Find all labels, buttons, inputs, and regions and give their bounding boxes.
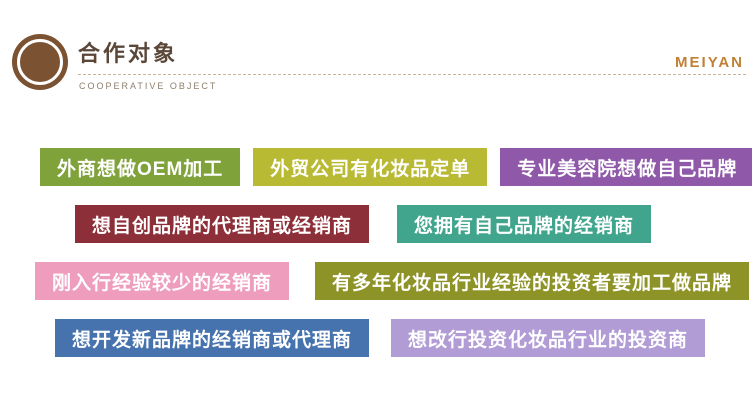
audience-tag: 想开发新品牌的经销商或代理商 [55, 319, 370, 357]
audience-tag: 想改行投资化妆品行业的投资商 [391, 319, 706, 357]
brand-name: MEIYAN [675, 54, 744, 71]
tag-row: 刚入行经验较少的经销商 有多年化妆品行业经验的投资者要加工做品牌 [0, 262, 752, 300]
audience-tag: 有多年化妆品行业经验的投资者要加工做品牌 [315, 262, 750, 300]
section-title: 合作对象 [78, 41, 179, 66]
audience-tag: 专业美容院想做自己品牌 [500, 148, 752, 186]
brand-circle-icon [12, 34, 68, 90]
brand-circle-ring [17, 39, 63, 85]
audience-tag: 外商想做OEM加工 [40, 148, 241, 186]
audience-tags: 外商想做OEM加工 外贸公司有化妆品定单 专业美容院想做自己品牌 想自创品牌的代… [0, 148, 752, 376]
tag-row: 想开发新品牌的经销商或代理商 想改行投资化妆品行业的投资商 [0, 319, 752, 357]
tag-row: 外商想做OEM加工 外贸公司有化妆品定单 专业美容院想做自己品牌 [0, 148, 752, 186]
audience-tag: 您拥有自己品牌的经销商 [397, 205, 652, 243]
audience-tag: 想自创品牌的代理商或经销商 [75, 205, 370, 243]
audience-tag: 刚入行经验较少的经销商 [35, 262, 290, 300]
dashed-divider [78, 74, 746, 75]
section-header: 合作对象 COOPERATIVE OBJECT MEIYAN [0, 30, 752, 105]
tag-row: 想自创品牌的代理商或经销商 您拥有自己品牌的经销商 [0, 205, 752, 243]
section-subtitle: COOPERATIVE OBJECT [79, 81, 218, 91]
audience-tag: 外贸公司有化妆品定单 [253, 148, 488, 186]
